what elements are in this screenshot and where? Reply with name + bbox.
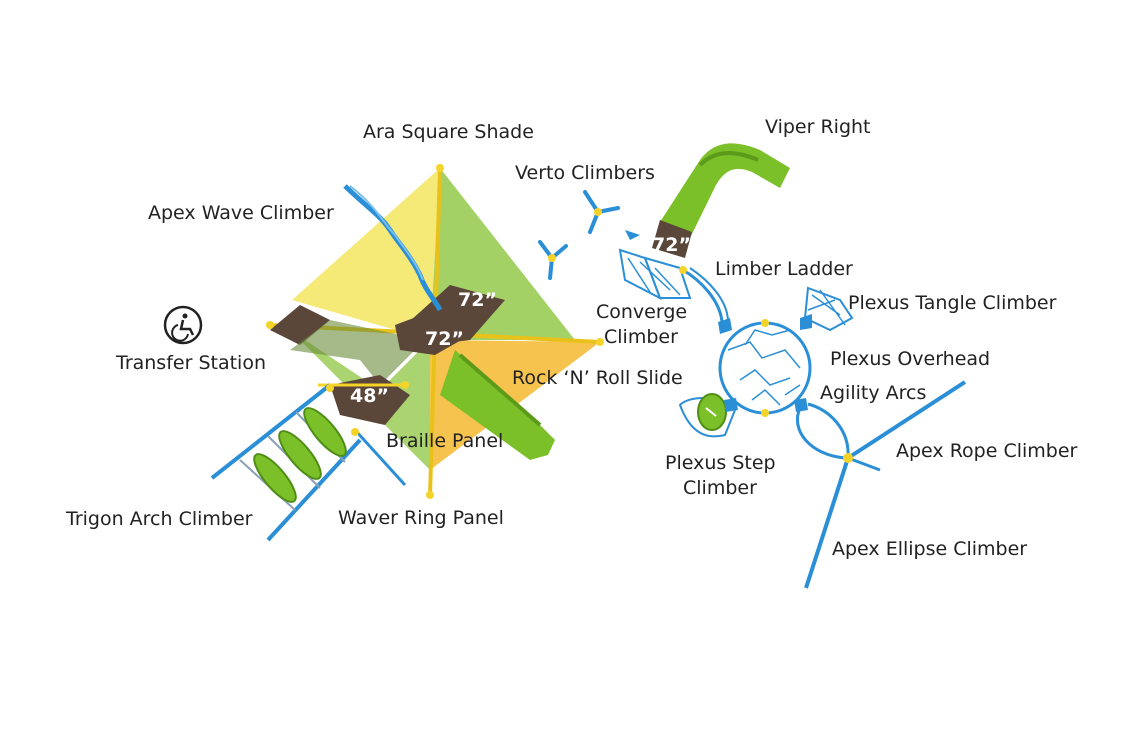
deck-viper <box>652 220 692 258</box>
apex-ellipse-climber <box>804 457 850 589</box>
label-transfer-station: Transfer Station <box>115 352 266 374</box>
label-viper-right: Viper Right <box>765 116 871 138</box>
label-apex-ellipse-climber: Apex Ellipse Climber <box>832 538 1027 560</box>
label-plexus-overhead: Plexus Overhead <box>830 348 990 370</box>
height-deck-upper: 72” <box>458 289 497 311</box>
limber-ladder <box>682 267 732 334</box>
label-limber-ladder: Limber Ladder <box>715 258 853 280</box>
connector-posts <box>266 164 853 499</box>
label-rock-n-roll-slide: Rock ‘N’ Roll Slide <box>512 367 683 389</box>
rock-n-roll-slide <box>440 350 555 460</box>
label-plexus-tangle-climber: Plexus Tangle Climber <box>848 292 1057 314</box>
wheelchair-icon <box>163 305 203 345</box>
label-plexus-step-climber-line2: Climber <box>683 477 757 499</box>
apex-wave-climber <box>343 184 443 312</box>
label-converge-climber-line2: Climber <box>604 326 678 348</box>
label-apex-rope-climber: Apex Rope Climber <box>896 440 1078 462</box>
label-waver-ring-panel: Waver Ring Panel <box>338 507 504 529</box>
plexus-tangle-climber <box>800 286 854 332</box>
label-agility-arcs: Agility Arcs <box>820 382 926 404</box>
label-plexus-step-climber-line1: Plexus Step <box>665 452 776 474</box>
verto-climbers <box>538 190 620 280</box>
deck-structure <box>270 285 505 425</box>
label-braille-panel: Braille Panel <box>386 430 503 452</box>
deck-middle <box>395 310 470 355</box>
height-deck-lower: 48” <box>350 385 389 407</box>
label-ara-square-shade: Ara Square Shade <box>363 121 534 143</box>
viper-right-slide <box>652 143 790 258</box>
label-apex-wave-climber: Apex Wave Climber <box>148 202 334 224</box>
label-verto-climbers: Verto Climbers <box>515 162 655 184</box>
label-converge-climber-line1: Converge <box>596 301 687 323</box>
trigon-arch-climber <box>210 383 407 542</box>
label-trigon-arch-climber: Trigon Arch Climber <box>65 508 253 530</box>
plexus-step-climber <box>678 393 737 438</box>
converge-climber <box>618 230 692 301</box>
height-deck-middle: 72” <box>425 328 464 350</box>
height-deck-viper: 72” <box>652 234 691 256</box>
agility-arcs <box>724 398 850 460</box>
deck-lower <box>330 375 410 425</box>
apex-rope-climber <box>846 380 967 472</box>
